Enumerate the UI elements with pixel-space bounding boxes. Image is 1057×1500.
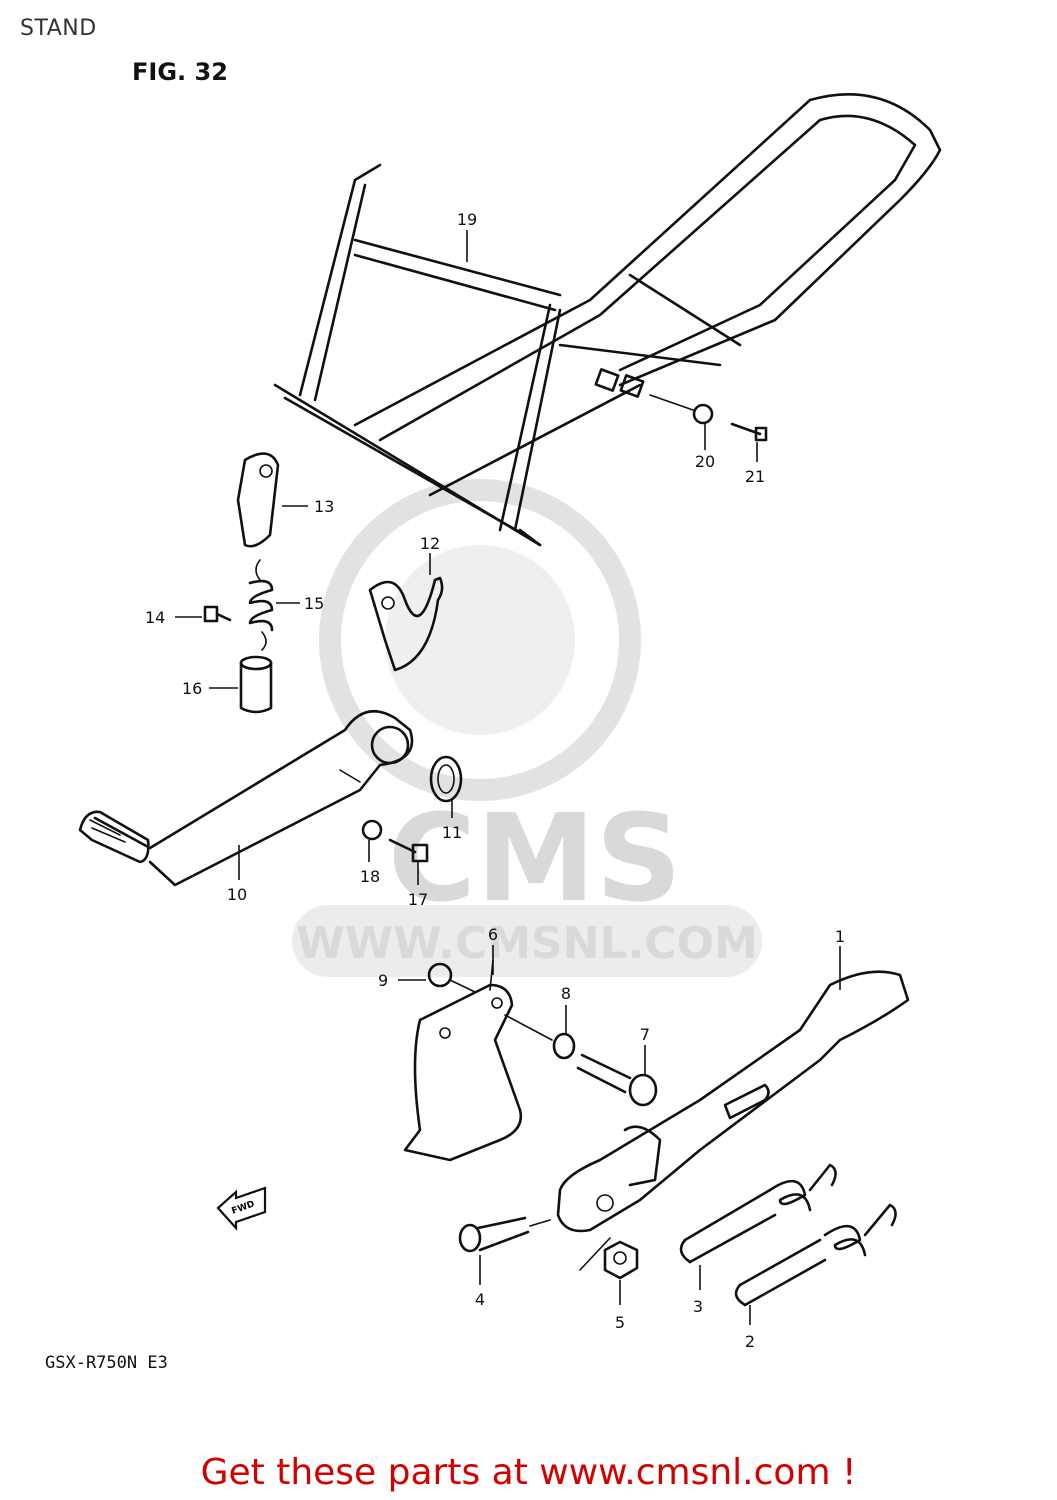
svg-text:16: 16 [182,679,202,698]
cta-link[interactable]: Get these parts at www.cmsnl.com ! [200,1452,857,1493]
callout-5: 5 [615,1280,625,1332]
callout-6: 6 [488,925,498,975]
svg-text:7: 7 [640,1025,650,1044]
callout-2: 2 [745,1305,755,1351]
callout-3: 3 [693,1265,703,1316]
callout-19: 19 [457,210,477,262]
nut-part-20[interactable] [649,394,714,425]
pedal-arm-part-10[interactable] [78,710,414,887]
svg-text:8: 8 [561,984,571,1003]
callout-11: 11 [442,800,462,842]
svg-text:3: 3 [693,1297,703,1316]
bolt-part-4[interactable] [458,1216,551,1253]
watermark: CMS WWW.CMSNL.COM [292,479,762,977]
callout-12: 12 [420,534,440,575]
watermark-url: WWW.CMSNL.COM [296,918,758,969]
bracket-part-13[interactable] [236,452,280,548]
callout-9: 9 [378,971,426,990]
bolt-part-21[interactable] [730,422,768,442]
nut-part-9[interactable] [427,962,476,993]
nut-part-18[interactable] [361,819,383,841]
callout-8: 8 [561,984,571,1034]
callout-17: 17 [408,862,428,909]
svg-text:19: 19 [457,210,477,229]
callout-14: 14 [145,608,202,627]
callout-13: 13 [282,497,334,516]
bolt-part-17[interactable] [388,838,429,863]
svg-text:21: 21 [745,467,765,486]
nut-part-5[interactable] [579,1237,639,1280]
callout-10: 10 [227,845,247,904]
svg-text:1: 1 [835,927,845,946]
svg-text:6: 6 [488,925,498,944]
callout-16: 16 [182,679,238,698]
svg-text:14: 14 [145,608,165,627]
svg-text:18: 18 [360,867,380,886]
svg-text:11: 11 [442,823,462,842]
callout-20: 20 [695,424,715,471]
figure-number: FIG. 32 [132,58,228,86]
stand-frame-part-19[interactable] [273,93,942,547]
washer-part-11[interactable] [429,755,463,803]
forward-direction-marker: FWD [216,1186,267,1231]
svg-text:2: 2 [745,1332,755,1351]
svg-text:5: 5 [615,1313,625,1332]
callout-7: 7 [640,1025,650,1075]
side-stand-part-1[interactable] [556,970,910,1233]
guard-part-12[interactable] [368,576,444,672]
callout-4: 4 [475,1255,485,1309]
svg-text:17: 17 [408,890,428,909]
spring-part-15[interactable] [248,559,274,651]
bolt-part-7[interactable] [576,1053,658,1107]
page-title: STAND [20,16,97,41]
svg-text:4: 4 [475,1290,485,1309]
bolt-part-14[interactable] [203,605,232,623]
svg-text:20: 20 [695,452,715,471]
bracket-part-6[interactable] [403,959,523,1162]
collar-part-16[interactable] [239,655,273,714]
svg-text:13: 13 [314,497,334,516]
callout-21: 21 [745,442,765,486]
spring-part-2[interactable] [734,1203,897,1307]
washer-part-8[interactable] [504,1014,576,1060]
callout-15: 15 [276,594,324,613]
svg-text:9: 9 [378,971,388,990]
callout-18: 18 [360,840,380,886]
svg-text:15: 15 [304,594,324,613]
callout-1: 1 [835,927,845,990]
model-label: GSX-R750N E3 [45,1353,168,1373]
spring-part-3[interactable] [679,1163,837,1264]
svg-text:12: 12 [420,534,440,553]
svg-text:10: 10 [227,885,247,904]
